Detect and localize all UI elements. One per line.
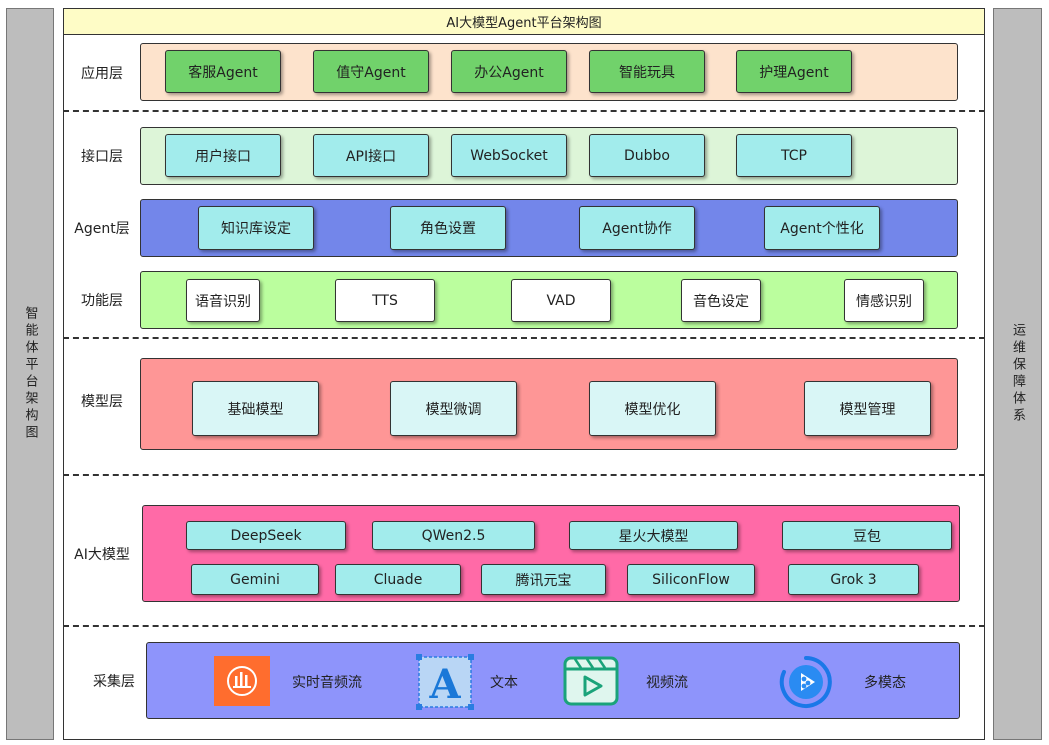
function-vad: VAD — [511, 279, 611, 322]
separator-4 — [63, 625, 985, 627]
interface-layer-label: 接口层 — [81, 149, 123, 165]
interface-tcp: TCP — [736, 134, 852, 177]
separator-3 — [63, 474, 985, 476]
model-finetune: 模型微调 — [390, 381, 517, 436]
ai-models-layer-label: AI大模型 — [74, 547, 130, 563]
function-layer-label: 功能层 — [81, 293, 123, 309]
left-side-panel: 智能体平台架构图 — [6, 8, 54, 740]
function-voice-setting: 音色设定 — [681, 279, 761, 322]
ai-model-yuanbao: 腾讯元宝 — [481, 564, 606, 595]
collection-multimodal-label: 多模态 — [864, 675, 906, 691]
right-side-panel: 运维保障体系 — [993, 8, 1042, 740]
ai-model-gemini: Gemini — [191, 564, 319, 595]
diagram-title: AI大模型Agent平台架构图 — [63, 8, 985, 35]
collection-layer-band — [146, 642, 960, 719]
app-smart-toy: 智能玩具 — [589, 50, 705, 93]
audio-stream-icon — [214, 656, 270, 706]
interface-dubbo: Dubbo — [589, 134, 705, 177]
separator-2 — [63, 337, 985, 339]
agent-personalization: Agent个性化 — [764, 206, 880, 250]
app-nursing-agent: 护理Agent — [736, 50, 852, 93]
right-side-label: 运维保障体系 — [1010, 323, 1025, 425]
collection-layer-label: 采集层 — [93, 674, 135, 690]
function-emotion-recognition: 情感识别 — [844, 279, 924, 322]
model-management: 模型管理 — [804, 381, 931, 436]
interface-api: API接口 — [313, 134, 429, 177]
ai-model-siliconflow: SiliconFlow — [627, 564, 755, 595]
multimodal-icon — [778, 654, 834, 710]
ai-model-deepseek: DeepSeek — [186, 521, 346, 550]
svg-text:A: A — [428, 661, 461, 708]
app-on-duty-agent: 值守Agent — [313, 50, 429, 93]
ai-model-spark: 星火大模型 — [569, 521, 738, 550]
collection-text-label: 文本 — [490, 675, 518, 691]
application-layer-label: 应用层 — [81, 66, 123, 82]
model-base: 基础模型 — [192, 381, 319, 436]
left-side-label: 智能体平台架构图 — [22, 306, 38, 442]
collection-video-label: 视频流 — [646, 675, 688, 691]
ai-model-cluade: Cluade — [335, 564, 461, 595]
ai-model-doubao: 豆包 — [782, 521, 952, 550]
function-speech-recognition: 语音识别 — [186, 279, 260, 322]
function-tts: TTS — [335, 279, 435, 322]
agent-collaboration: Agent协作 — [579, 206, 695, 250]
app-customer-service-agent: 客服Agent — [165, 50, 281, 93]
ai-model-qwen: QWen2.5 — [372, 521, 535, 550]
model-layer-label: 模型层 — [81, 394, 123, 410]
agent-layer-label: Agent层 — [74, 221, 130, 237]
separator-1 — [63, 110, 985, 112]
app-office-agent: 办公Agent — [451, 50, 567, 93]
agent-role-setting: 角色设置 — [390, 206, 506, 250]
model-optimization: 模型优化 — [589, 381, 716, 436]
interface-user: 用户接口 — [165, 134, 281, 177]
text-a-icon: A — [416, 654, 474, 710]
video-play-icon — [563, 656, 619, 706]
ai-model-grok: Grok 3 — [788, 564, 919, 595]
collection-audio-label: 实时音频流 — [292, 675, 362, 691]
interface-websocket: WebSocket — [451, 134, 567, 177]
agent-knowledge-base: 知识库设定 — [198, 206, 314, 250]
